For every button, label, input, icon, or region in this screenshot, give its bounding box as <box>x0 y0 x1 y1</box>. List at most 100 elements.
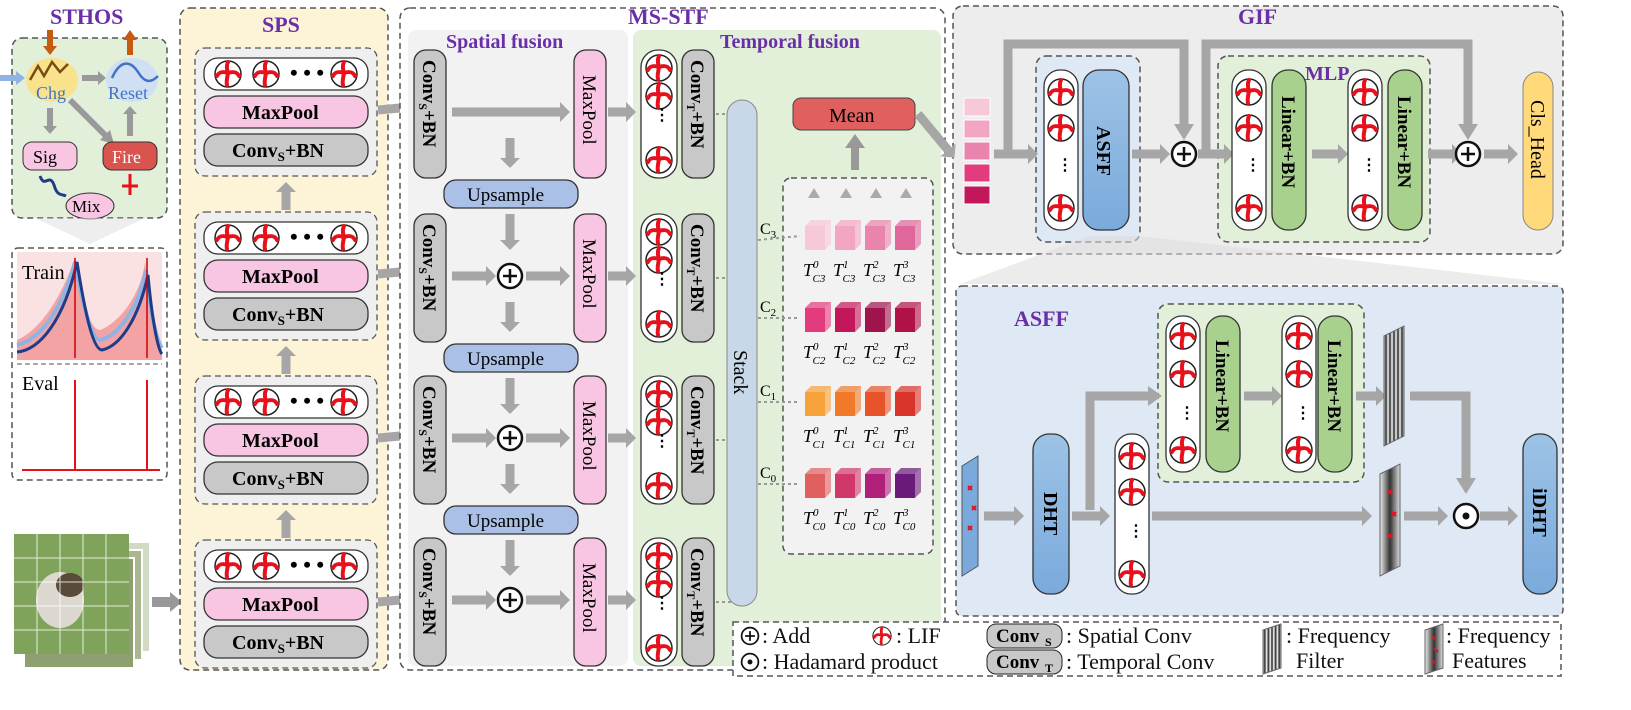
legend-lif: : LIF <box>896 623 941 648</box>
hadamard-symbol-icon <box>740 652 760 672</box>
mean-block: Mean <box>792 97 916 170</box>
lif-neuron-icon <box>1284 321 1314 351</box>
lif-neuron-icon <box>644 309 674 339</box>
spike-mark <box>967 485 973 491</box>
flow-arrow <box>276 510 296 538</box>
maxpool-label: MaxPool <box>242 430 319 452</box>
train-eval-plots: Train Eval <box>11 247 168 481</box>
channel-label: C1 <box>760 383 776 403</box>
spatial-maxpool: MaxPool <box>573 375 607 505</box>
lif-neuron-icon <box>644 407 674 437</box>
conv-s-bn-vertical: ConvS+BN <box>413 537 447 667</box>
spike-mark <box>1387 533 1393 539</box>
upsample-block: Upsample <box>443 343 579 373</box>
svg-text:Linear+BN: Linear+BN <box>1277 96 1298 188</box>
temporal-lif-column: ⋮ <box>640 49 678 179</box>
flow-arrow <box>1484 144 1518 164</box>
lif-neuron-icon <box>1117 477 1147 507</box>
lif-neuron-icon <box>1168 359 1198 389</box>
asff-mlp-lif-column: ⋮ <box>1281 315 1317 473</box>
asff-block: ASFF <box>1082 69 1130 231</box>
input-feature-plane <box>961 455 979 577</box>
frequency-features-icon <box>1379 463 1401 577</box>
stack-bar: Stack <box>726 99 758 607</box>
lif-neuron-icon <box>213 551 243 581</box>
spatial-fusion-title: Spatial fusion <box>446 31 563 53</box>
feature-cube <box>865 220 891 250</box>
lif-neuron-icon <box>1168 435 1198 465</box>
mix-label: Mix <box>72 197 101 216</box>
residual-arrowhead <box>1174 124 1194 140</box>
up-arrow-icon <box>840 188 852 198</box>
svg-text:⋮: ⋮ <box>654 107 670 124</box>
filter-arrowhead <box>1456 478 1476 494</box>
svg-text:• • •: • • • <box>290 388 324 413</box>
fire-label: Fire <box>112 147 141 167</box>
add-symbol-icon <box>740 626 760 646</box>
flow-arrow <box>608 428 636 448</box>
lif-neuron-icon <box>644 541 674 571</box>
add-op-icon <box>496 262 524 290</box>
flow-arrow <box>276 182 296 210</box>
chg-label: Chg <box>36 83 66 103</box>
lif-neuron-icon <box>1350 113 1380 143</box>
mean-label: Mean <box>829 105 875 127</box>
add-op-icon <box>1170 140 1198 168</box>
feature-token <box>963 97 991 117</box>
svg-text:MaxPool: MaxPool <box>578 563 599 633</box>
flow-arrow <box>500 302 520 332</box>
svg-text:⋮: ⋮ <box>1295 405 1311 422</box>
legend-add: : Add <box>762 623 810 648</box>
legend-freq-features-2: Features <box>1452 648 1527 673</box>
cls-head[interactable]: Cls_Head <box>1522 71 1554 231</box>
lif-neuron-icon <box>329 387 359 417</box>
lif-neuron-icon <box>1234 77 1264 107</box>
flow-arrow <box>526 266 570 286</box>
lif-neuron-icon <box>644 379 674 409</box>
feature-token <box>963 119 991 139</box>
gif-blocks: ⋮ASFF⋮Linear+BN⋮Linear+BN <box>914 39 1518 231</box>
lif-neuron-icon <box>1046 77 1076 107</box>
svg-text:• • •: • • • <box>290 552 324 577</box>
mlp-lif-column: ⋮ <box>1347 69 1383 231</box>
asff-lif-column: ⋮ <box>1114 433 1150 595</box>
legend: : Add : Hadamard product : LIF Conv S : … <box>732 621 1562 677</box>
linear-bn-block: Linear+BN <box>1271 69 1307 231</box>
flow-arrow <box>914 111 956 158</box>
conv-s-bn-label: ConvS+BN <box>232 304 325 328</box>
lif-neuron-icon <box>329 551 359 581</box>
hadamard-op-icon <box>1452 502 1480 530</box>
flow-arrow <box>452 428 496 448</box>
idht-block: iDHT <box>1522 433 1558 595</box>
flow-arrow <box>608 102 636 122</box>
legend-conv-s-desc: : Spatial Conv <box>1066 623 1192 648</box>
temporal-fusion-title: Temporal fusion <box>720 31 860 53</box>
flow-arrow <box>1072 506 1110 526</box>
eval-label: Eval <box>22 373 59 395</box>
svg-text:⋮: ⋮ <box>1179 405 1195 422</box>
upsample-block: Upsample <box>443 505 579 535</box>
upsample-label: Upsample <box>467 511 544 532</box>
legend-freq-filter-1: : Frequency <box>1286 623 1390 648</box>
lif-neuron-icon <box>1284 359 1314 389</box>
conv-s-bn-label: ConvS+BN <box>232 140 325 164</box>
svg-text:T: T <box>1045 661 1053 675</box>
temporal-lif-column: ⋮ <box>640 537 678 667</box>
svg-text:iDHT: iDHT <box>1528 488 1550 538</box>
lif-neuron-icon <box>251 387 281 417</box>
lif-neuron-icon <box>329 223 359 253</box>
legend-freq-filter-2: Filter <box>1296 648 1344 673</box>
svg-text:MaxPool: MaxPool <box>578 401 599 471</box>
channel-label: C0 <box>760 465 777 485</box>
flow-arrow <box>500 214 520 250</box>
frequency-filter-icon <box>1383 325 1405 447</box>
feature-cube <box>805 302 831 332</box>
asff-linear-bn-block: Linear+BN <box>1317 315 1353 473</box>
svg-text:⋮: ⋮ <box>1128 523 1144 540</box>
frequency-filter-icon <box>1262 623 1282 675</box>
branch-arrowhead <box>1148 386 1162 406</box>
